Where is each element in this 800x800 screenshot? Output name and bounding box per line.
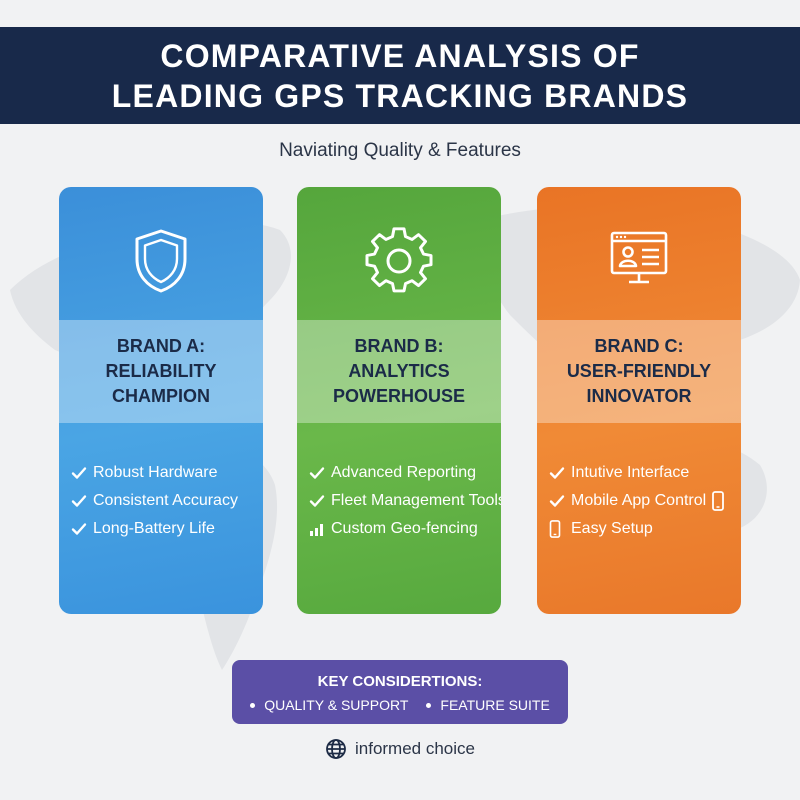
feature-label: Custom Geo-fencing (331, 520, 478, 537)
feature-item: Custom Geo-fencing (309, 515, 497, 543)
smartphone-icon (712, 491, 725, 511)
feature-label: Easy Setup (571, 520, 653, 537)
feature-label: Mobile App Control (571, 492, 707, 509)
gear-icon (297, 227, 501, 297)
brand-card-b: BRAND B: ANALYTICS POWERHOUSE Advanced R… (297, 187, 501, 614)
check-icon (309, 464, 331, 482)
feature-item: Long-Battery Life (71, 515, 259, 543)
feature-label: Intutive Interface (571, 464, 690, 481)
feature-item: Mobile App Control (549, 487, 737, 515)
bullet-dot (426, 702, 432, 708)
brand-c-title-band: BRAND C: USER-FRIENDLY INNOVATOR (537, 320, 741, 423)
feature-label: Advanced Reporting (331, 464, 476, 481)
brand-a-title-line: RELIABILITY (105, 361, 217, 381)
brand-b-title-band: BRAND B: ANALYTICS POWERHOUSE (297, 320, 501, 423)
check-icon (549, 464, 571, 482)
check-icon (71, 464, 93, 482)
brand-b-title-line: POWERHOUSE (332, 386, 465, 406)
key-considerations-title: KEY CONSIDERTIONS: (317, 673, 483, 690)
key-consideration-item: QUALITY & SUPPORT (250, 697, 408, 713)
globe-icon (326, 739, 346, 759)
feature-item: Easy Setup (549, 515, 737, 543)
key-considerations-box: KEY CONSIDERTIONS: QUALITY & SUPPORT FEA… (232, 660, 568, 724)
page-title-line-1: COMPARATIVE ANALYSIS OF (160, 37, 640, 74)
brand-a-title-band: BRAND A: RELIABILITY CHAMPION (59, 320, 263, 423)
page-subtitle: Naviating Quality & Features (279, 140, 521, 161)
feature-label: Robust Hardware (93, 464, 218, 481)
feature-item: Robust Hardware (71, 459, 259, 487)
key-consideration-label: FEATURE SUITE (440, 697, 550, 713)
page-title-line-2: LEADING GPS TRACKING BRANDS (111, 77, 689, 114)
feature-item: Advanced Reporting (309, 459, 497, 487)
check-icon (71, 492, 93, 510)
brand-c-title-line: BRAND C: (594, 336, 684, 356)
bar-chart-icon (309, 520, 331, 538)
brand-a-title-line: BRAND A: (116, 336, 206, 356)
feature-item: Fleet Management Tools (309, 487, 501, 515)
brand-c-title-line: INNOVATOR (586, 386, 692, 406)
bullet-dot (250, 702, 256, 708)
brand-card-c: BRAND C: USER-FRIENDLY INNOVATOR Intutiv… (537, 187, 741, 614)
brand-c-title-line: USER-FRIENDLY (566, 361, 712, 381)
key-considerations-list: QUALITY & SUPPORT FEATURE SUITE (250, 697, 550, 713)
monitor-profile-icon (537, 227, 741, 297)
footer-text: informed choice (354, 739, 475, 758)
check-icon (309, 492, 331, 510)
check-icon (549, 492, 571, 510)
brand-b-title-line: ANALYTICS (348, 361, 450, 381)
brand-c-feature-list: Intutive Interface Mobile App Control Ea… (549, 459, 737, 543)
brand-card-a: BRAND A: RELIABILITY CHAMPION Robust Har… (59, 187, 263, 614)
footer: informed choice (0, 737, 800, 761)
smartphone-icon (549, 520, 571, 538)
header-banner: COMPARATIVE ANALYSIS OF LEADING GPS TRAC… (0, 27, 800, 124)
brand-a-feature-list: Robust Hardware Consistent Accuracy Long… (71, 459, 259, 543)
feature-label: Long-Battery Life (93, 520, 215, 537)
shield-icon (59, 227, 263, 297)
feature-item: Consistent Accuracy (71, 487, 259, 515)
feature-label: Fleet Management Tools (331, 492, 501, 509)
feature-item: Intutive Interface (549, 459, 737, 487)
feature-label: Consistent Accuracy (93, 492, 238, 509)
brand-a-title-line: CHAMPION (112, 386, 210, 406)
key-consideration-label: QUALITY & SUPPORT (264, 697, 409, 713)
check-icon (71, 520, 93, 538)
brand-b-feature-list: Advanced Reporting Fleet Management Tool… (309, 459, 501, 543)
brand-b-title-line: BRAND B: (354, 336, 444, 356)
key-consideration-item: FEATURE SUITE (426, 697, 550, 713)
